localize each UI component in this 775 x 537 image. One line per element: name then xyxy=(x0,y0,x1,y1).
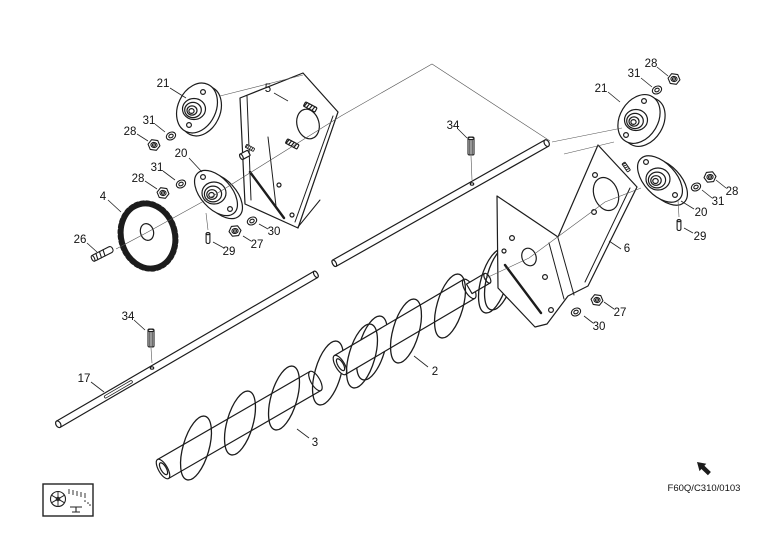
bracket-5 xyxy=(238,72,339,229)
washer-30 xyxy=(245,214,259,228)
pin-29 xyxy=(205,231,211,245)
callouts: 21 5 28 31 20 31 28 4 26 29 27 30 34 17 … xyxy=(74,58,739,449)
flange-bearing-20-right xyxy=(637,155,688,206)
hex-nut-28 xyxy=(155,186,171,200)
hex-nut-27 xyxy=(227,224,243,238)
locator-thumbnail-icon xyxy=(42,483,94,517)
leader-lines xyxy=(86,66,727,439)
part-callout: 34 xyxy=(447,120,460,132)
washer-31 xyxy=(164,129,178,143)
part-callout: 31 xyxy=(143,115,156,127)
part-callout: 6 xyxy=(624,243,630,255)
roll-pin-34 xyxy=(467,136,475,156)
part-callout: 28 xyxy=(726,186,739,198)
part-callout: 17 xyxy=(78,373,91,385)
part-callout: 21 xyxy=(595,83,608,95)
pin-26 xyxy=(90,246,114,262)
part-callout: 34 xyxy=(122,311,135,323)
hex-nut-27 xyxy=(589,293,605,307)
part-callout: 28 xyxy=(132,173,145,185)
roll-pin-34 xyxy=(147,328,155,348)
drawing-code: F60Q/C310/0103 xyxy=(668,483,741,494)
hex-nut-28 xyxy=(702,170,718,184)
flange-bearing-21-right xyxy=(617,94,666,147)
flange-bearing-21-left xyxy=(175,82,223,137)
part-callout: 4 xyxy=(100,191,107,203)
alignment-lines xyxy=(115,63,680,364)
washer-30 xyxy=(569,305,583,319)
nw-arrow-icon xyxy=(697,462,711,476)
part-callout: 27 xyxy=(614,307,627,319)
sprocket-4 xyxy=(117,200,179,272)
part-callout: 30 xyxy=(268,226,281,238)
part-callout: 21 xyxy=(157,78,170,90)
part-callout: 5 xyxy=(265,83,271,95)
part-callout: 28 xyxy=(124,126,137,138)
auger-flighting xyxy=(179,315,389,481)
pin-29 xyxy=(676,218,682,232)
flange-bearing-20-left xyxy=(193,169,244,220)
part-callout: 29 xyxy=(223,246,236,258)
drive-shaft-17 xyxy=(55,139,550,429)
part-callout: 20 xyxy=(695,207,708,219)
part-callout: 28 xyxy=(645,58,658,70)
part-callout: 29 xyxy=(694,231,707,243)
part-callout: 31 xyxy=(712,196,725,208)
spacer-bushing xyxy=(238,149,251,161)
shaft-pin-hole xyxy=(149,366,155,370)
bracket-6 xyxy=(496,144,638,328)
hex-nut-28 xyxy=(666,72,682,86)
washer-31 xyxy=(174,177,188,191)
threaded-stud xyxy=(621,161,631,173)
hex-nut-28 xyxy=(146,138,162,152)
part-callout: 31 xyxy=(151,162,164,174)
auger-section-3 xyxy=(155,315,389,481)
auger-section-2 xyxy=(332,245,517,389)
part-callout: 30 xyxy=(593,321,606,333)
part-callout: 27 xyxy=(251,239,264,251)
part-callout: 31 xyxy=(628,68,641,80)
part-callout: 20 xyxy=(175,148,188,160)
washer-31 xyxy=(689,180,703,194)
shaft-pin-hole xyxy=(469,182,475,186)
part-callout: 3 xyxy=(312,437,318,449)
part-callout: 26 xyxy=(74,234,87,246)
part-callout: 2 xyxy=(432,366,438,378)
washer-31 xyxy=(650,83,664,97)
